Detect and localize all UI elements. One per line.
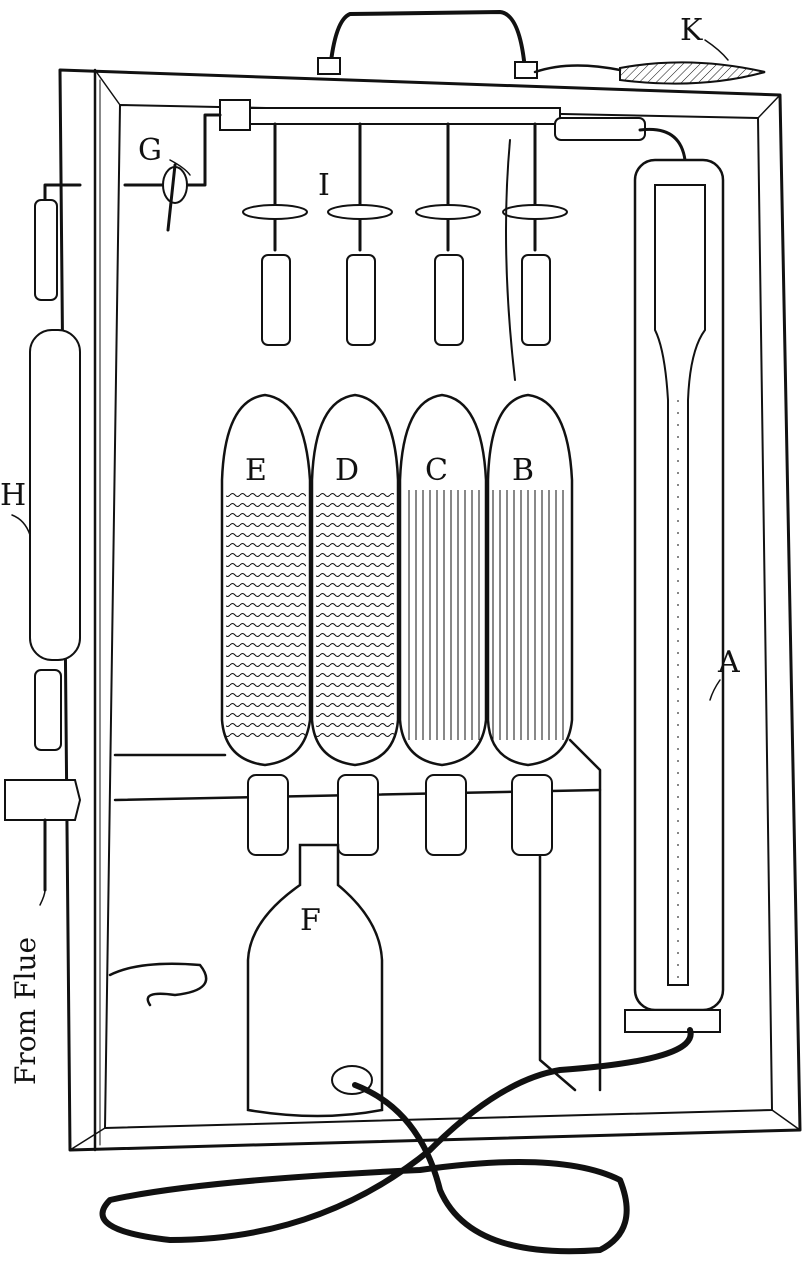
label-e: E — [245, 453, 267, 488]
leader-lines — [11, 39, 729, 906]
label-k: K — [680, 13, 703, 48]
label-a: A — [717, 645, 740, 680]
label-h: H — [0, 478, 26, 513]
pipette-rack — [113, 738, 602, 1092]
leveling-bottle-f — [246, 843, 384, 1118]
from-flue-caption: From Flue — [9, 937, 42, 1085]
filter-tube-h — [4, 183, 82, 892]
absorption-pipettes — [220, 393, 574, 767]
carry-handle — [317, 10, 538, 79]
rubber-bulb-k — [533, 61, 766, 85]
label-g: G — [138, 133, 162, 168]
rubber-tubing — [99, 962, 694, 1255]
manifold-tube — [219, 99, 687, 162]
stopcock-g[interactable] — [123, 113, 222, 232]
label-d: D — [335, 453, 359, 488]
label-f: F — [300, 903, 321, 938]
label-i: I — [318, 168, 330, 203]
pipette-stems — [242, 122, 568, 381]
label-c: C — [425, 453, 448, 488]
label-b: B — [512, 453, 534, 488]
measuring-burette-a — [624, 158, 725, 1033]
